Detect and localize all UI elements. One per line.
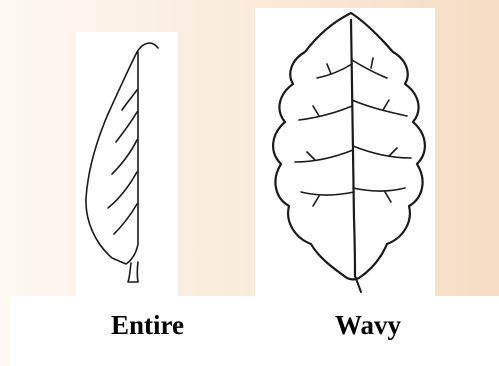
entire-leaf-vein (108, 172, 137, 208)
wavy-leaf-outline (273, 13, 425, 280)
entire-leaf-vein (114, 204, 137, 234)
wavy-leaf-vein (313, 196, 319, 206)
wavy-leaf-vein (317, 64, 352, 78)
wavy-leaf-vein (371, 58, 373, 68)
entire-leaf-drawing (76, 32, 178, 296)
wavy-leaf-vein (295, 150, 353, 162)
wavy-leaf-vein (353, 188, 405, 191)
entire-leaf-petiole (128, 262, 138, 282)
wavy-leaf-vein (327, 64, 331, 74)
wavy-label: Wavy (335, 310, 401, 341)
wavy-leaf-vein (352, 100, 407, 116)
entire-leaf-outline (86, 52, 138, 264)
wavy-leaf-vein (385, 192, 391, 202)
wavy-leaf-vein (352, 60, 387, 78)
wavy-leaf-panel (255, 8, 435, 296)
entire-leaf-vein (116, 112, 137, 142)
entire-leaf-panel (76, 32, 178, 296)
wavy-leaf-vein (301, 192, 354, 195)
label-strip: Entire Wavy (10, 296, 499, 366)
wavy-leaf-vein (299, 106, 352, 120)
wavy-leaf-vein (313, 106, 319, 116)
wavy-leaf-drawing (255, 8, 435, 296)
entire-leaf-vein (122, 90, 137, 110)
entire-leaf-tip (137, 43, 158, 52)
entire-label: Entire (111, 310, 184, 341)
wavy-leaf-vein (307, 152, 315, 160)
wavy-leaf-vein (389, 148, 397, 156)
wavy-leaf-midrib (351, 20, 355, 276)
entire-leaf-vein (112, 140, 137, 174)
wavy-leaf-vein (353, 146, 411, 158)
wavy-leaf-vein (383, 100, 389, 110)
